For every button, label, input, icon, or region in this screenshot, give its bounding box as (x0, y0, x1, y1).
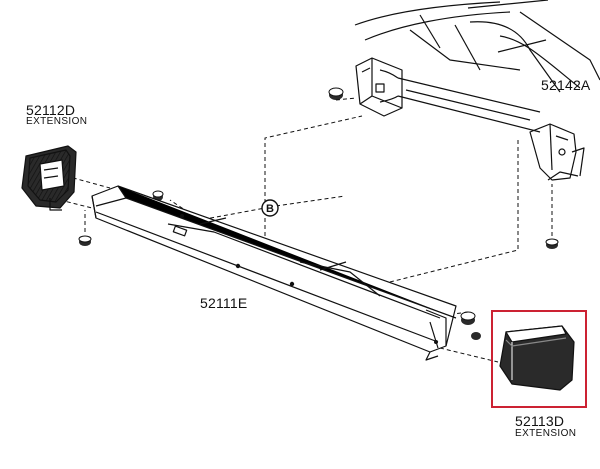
extension-right (499, 325, 575, 391)
part-name-extension-right: EXTENSION (515, 428, 577, 439)
part-number-extension-right: 52113D (515, 413, 565, 429)
part-number-bracket: 52142A (541, 77, 591, 93)
callout-b-label: B (266, 203, 274, 215)
nut-bracket-right (545, 238, 559, 249)
part-name-extension-left: EXTENSION (26, 116, 88, 127)
extension-left (21, 145, 77, 211)
highlight-box-extension-right (491, 310, 587, 408)
vehicle-frame (354, 0, 600, 181)
part-number-bumper-bar: 52111E (200, 295, 248, 311)
callout-b: B (261, 199, 279, 217)
nut-bar-right (460, 311, 476, 325)
nut-ext-right (471, 332, 481, 340)
part-number-extension-left: 52112D (26, 102, 76, 118)
bumper-bar (91, 185, 457, 361)
nut-upper (328, 87, 344, 100)
nut-ext-left (78, 235, 92, 246)
